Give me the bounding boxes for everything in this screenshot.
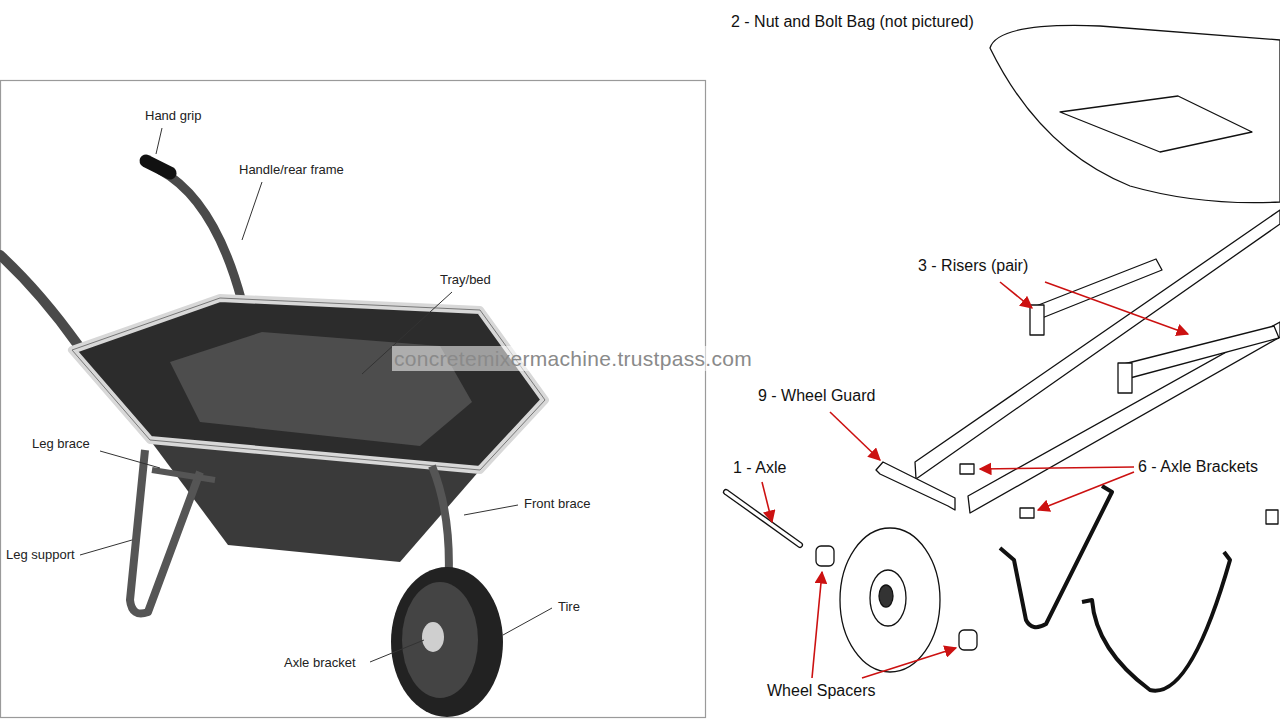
wheel (840, 528, 940, 672)
axle-bracket-part (1266, 510, 1278, 524)
leader-line (80, 540, 132, 555)
part-label: Leg support (4, 547, 77, 563)
handle-bar (968, 322, 1280, 513)
part-label: Axle bracket (282, 655, 358, 671)
part-label: Handle/rear frame (237, 162, 346, 178)
right-handle (160, 170, 242, 302)
axle (726, 492, 800, 545)
callout-arrow (1045, 282, 1188, 334)
leg (1082, 552, 1230, 691)
riser-block (1030, 305, 1044, 335)
callout-arrow (812, 572, 822, 678)
leg (1000, 486, 1112, 627)
callout-label: 6 - Axle Brackets (1136, 457, 1260, 476)
leader-lines (80, 128, 552, 662)
callout-arrow (830, 412, 880, 460)
hand-grip (146, 161, 170, 173)
tray-floor-part (1060, 96, 1252, 152)
leader-line (464, 505, 518, 515)
leader-line (370, 640, 424, 662)
leg-brace (152, 470, 215, 480)
callout-label: Wheel Spacers (765, 681, 878, 700)
wheel-rim (402, 582, 478, 698)
callout-label: 2 - Nut and Bolt Bag (not pictured) (729, 12, 976, 31)
callout-label: 3 - Risers (pair) (916, 256, 1030, 275)
tray-rim-edge (72, 298, 545, 470)
riser (1036, 259, 1162, 318)
callout-arrow (762, 482, 772, 522)
leader-line (100, 451, 160, 468)
tray-part (990, 25, 1280, 202)
callout-arrow (980, 467, 1134, 469)
callout-label: 1 - Axle (731, 458, 788, 477)
exploded-parts (726, 25, 1280, 690)
callout-arrow (1038, 472, 1134, 510)
riser-block (1118, 363, 1132, 393)
axle-bracket-part (1020, 508, 1034, 518)
wheel-hub-center (879, 585, 893, 607)
wheel-hub (870, 570, 906, 626)
watermark: concretemixermachine.trustpass.com (392, 346, 754, 371)
callout-arrow (1000, 282, 1032, 308)
part-label: Tray/bed (438, 272, 493, 288)
riser (1124, 326, 1279, 378)
axle-highlight (726, 492, 800, 545)
callout-label: 9 - Wheel Guard (756, 386, 877, 405)
wheel-spacer (959, 630, 977, 650)
part-label: Leg brace (30, 436, 92, 452)
callout-arrow (862, 648, 956, 678)
callout-arrows (762, 282, 1188, 678)
part-label: Hand grip (143, 108, 203, 124)
axle-bracket (422, 622, 444, 652)
wheelbarrow-illustration (0, 128, 552, 717)
part-label: Tire (556, 599, 582, 615)
leader-line (242, 182, 262, 240)
left-handle (0, 255, 78, 345)
wheel-guard (876, 462, 955, 510)
wheel-spacer (816, 546, 834, 566)
axle-bracket-part (960, 464, 974, 474)
leader-line (156, 128, 162, 154)
panel-frame (1, 81, 706, 718)
tire (391, 567, 503, 717)
leader-line (503, 608, 552, 635)
tray-rim (72, 298, 545, 470)
part-label: Front brace (522, 496, 592, 512)
